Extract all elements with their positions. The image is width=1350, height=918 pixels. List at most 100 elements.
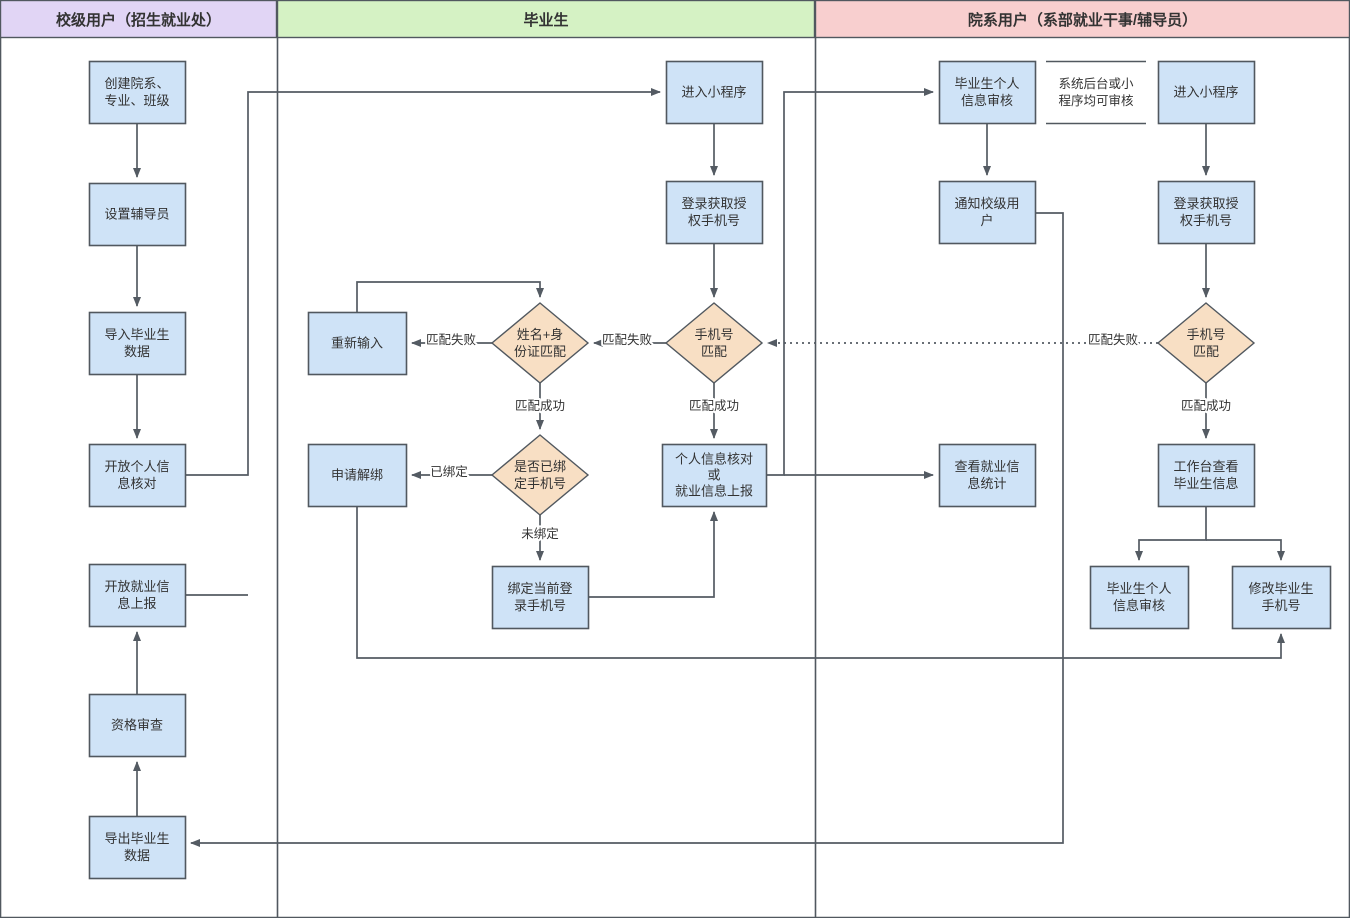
- process-shape: [938, 443, 1037, 508]
- svg-text:未绑定: 未绑定: [521, 526, 559, 541]
- svg-text:进入小程序: 进入小程序: [1173, 85, 1238, 100]
- process-shape: [1157, 60, 1256, 125]
- process-shape: [1157, 443, 1256, 508]
- svg-text:户: 户: [980, 213, 993, 228]
- swimlane-lane-graduate: 毕业生: [276, 0, 816, 918]
- svg-text:匹配失败: 匹配失败: [602, 332, 653, 347]
- process-shape: [665, 60, 764, 125]
- node-create-org[interactable]: 创建院系、专业、班级: [88, 60, 187, 125]
- edge-workbench-to-gradreview: [1135, 506, 1207, 561]
- swimlane-lane-department: 院系用户（系部就业干事/辅导员）: [814, 0, 1350, 918]
- svg-text:专业、班级: 专业、班级: [104, 93, 169, 108]
- process-shape: [661, 443, 768, 508]
- flow-nodes: 创建院系、专业、班级设置辅导员导入毕业生数据开放个人信息核对开放就业信息上报资格…: [88, 60, 1332, 880]
- svg-text:程序均可审核: 程序均可审核: [1058, 93, 1134, 108]
- process-shape: [88, 311, 187, 376]
- svg-text:个人信息核对: 个人信息核对: [675, 452, 753, 467]
- process-shape: [307, 311, 408, 376]
- svg-text:导出毕业生: 导出毕业生: [104, 831, 169, 846]
- edge-workbench-to-modifyphone: [1206, 539, 1285, 561]
- process-shape: [88, 563, 187, 628]
- process-shape: [88, 693, 187, 758]
- process-shape: [491, 565, 590, 630]
- svg-text:数据: 数据: [124, 344, 150, 359]
- edge-unbind-to-modifyphone: [356, 506, 1285, 659]
- svg-text:毕业生信息: 毕业生信息: [1173, 476, 1238, 491]
- swimlane-lane-school: 校级用户（招生就业处）: [0, 0, 278, 39]
- svg-text:查看就业信: 查看就业信: [954, 459, 1019, 474]
- svg-text:是否已绑: 是否已绑: [514, 459, 566, 474]
- node-grad-reinput[interactable]: 重新输入: [307, 311, 408, 376]
- svg-text:登录获取授: 登录获取授: [1173, 196, 1238, 211]
- process-shape: [88, 815, 187, 880]
- svg-text:申请解绑: 申请解绑: [331, 468, 383, 483]
- process-shape: [88, 182, 187, 247]
- svg-text:定手机号: 定手机号: [514, 476, 566, 491]
- svg-text:权手机号: 权手机号: [688, 213, 740, 228]
- flow-edge-labels: 匹配失败匹配失败匹配失败匹配失败匹配成功匹配成功匹配成功匹配成功已绑定已绑定未绑…: [424, 330, 1233, 543]
- svg-text:匹配失败: 匹配失败: [1088, 332, 1139, 347]
- svg-text:手机号: 手机号: [694, 327, 733, 342]
- svg-text:匹配: 匹配: [1193, 344, 1219, 359]
- svg-text:毕业生个人: 毕业生个人: [1106, 581, 1171, 596]
- swimlane-header-bg: [0, 0, 278, 39]
- svg-text:匹配成功: 匹配成功: [515, 399, 565, 413]
- svg-text:权手机号: 权手机号: [1180, 213, 1232, 228]
- node-qualification-review[interactable]: 资格审查: [88, 693, 187, 758]
- svg-text:匹配失败: 匹配失败: [426, 332, 477, 347]
- svg-text:信息审核: 信息审核: [961, 93, 1013, 108]
- svg-text:匹配: 匹配: [701, 344, 727, 359]
- edge-notify-to-export: [190, 212, 1064, 847]
- svg-text:匹配成功: 匹配成功: [1181, 399, 1231, 413]
- node-dept-enter-miniapp[interactable]: 进入小程序: [1157, 60, 1256, 125]
- svg-text:已绑定: 已绑定: [430, 464, 468, 479]
- svg-text:未绑定: 未绑定: [521, 526, 559, 541]
- decision-shape: [490, 434, 590, 516]
- node-set-counselor[interactable]: 设置辅导员: [88, 182, 187, 247]
- svg-text:手机号: 手机号: [1261, 598, 1300, 613]
- process-shape: [665, 180, 764, 245]
- svg-text:设置辅导员: 设置辅导员: [104, 207, 169, 222]
- decision-shape: [1156, 302, 1256, 384]
- svg-text:开放就业信: 开放就业信: [104, 579, 169, 594]
- edge-reinput-to-namematch: [356, 281, 544, 312]
- process-shape: [1231, 565, 1332, 630]
- decision-shape: [664, 302, 764, 384]
- svg-text:毕业生个人: 毕业生个人: [954, 76, 1019, 91]
- svg-text:重新输入: 重新输入: [331, 336, 383, 351]
- node-grad-apply-unbind[interactable]: 申请解绑: [307, 443, 408, 508]
- svg-text:录手机号: 录手机号: [514, 598, 566, 613]
- svg-text:匹配失败: 匹配失败: [426, 332, 477, 347]
- svg-text:姓名+身: 姓名+身: [517, 327, 564, 342]
- flow-edges: [133, 88, 1285, 847]
- svg-text:导入毕业生: 导入毕业生: [104, 327, 169, 342]
- node-grad-enter-miniapp[interactable]: 进入小程序: [665, 60, 764, 125]
